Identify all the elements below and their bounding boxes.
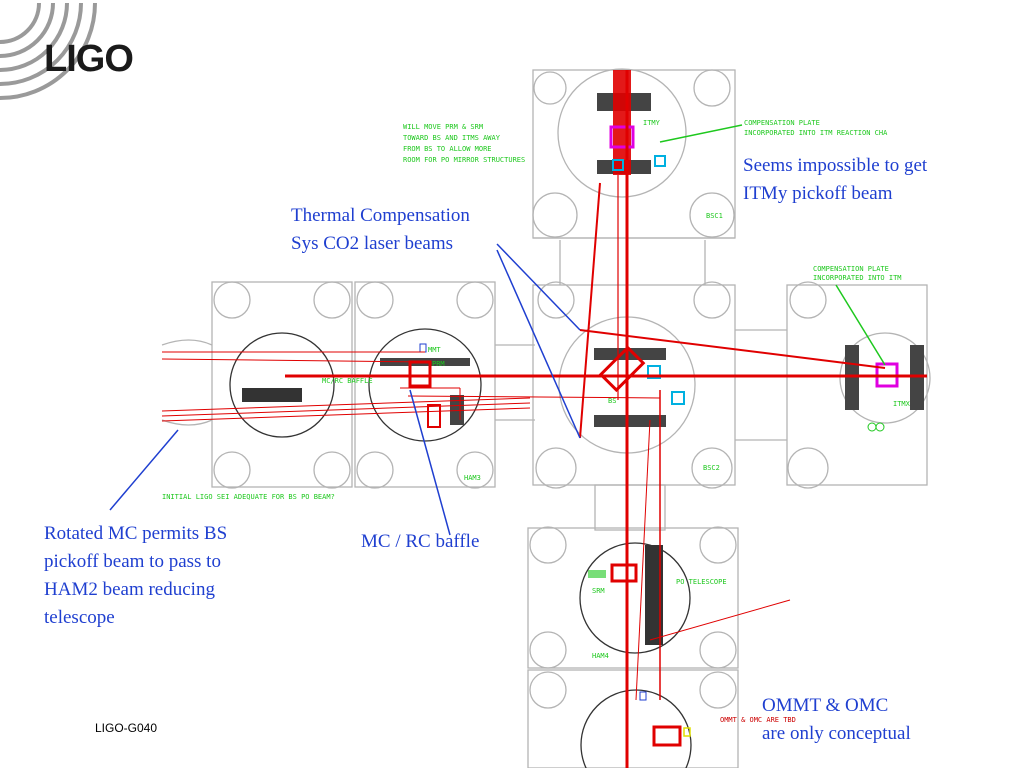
cad-note-comp-right-line: INCORPORATED INTO ITM (813, 274, 902, 282)
itmx-chamber (735, 281, 931, 489)
ligo-logo: LIGO (44, 38, 134, 80)
label-itmy: ITMY (643, 119, 661, 127)
label-mc-rc-baffle: MC/RC BAFFLE (322, 377, 373, 385)
ligo-swirl-icon (0, 2, 97, 100)
label-bsc1: BSC1 (706, 212, 723, 220)
footer-doc-id: LIGO-G040 (95, 721, 158, 735)
label-ham4: HAM4 (592, 652, 609, 660)
label-bs: BS (608, 397, 616, 405)
cad-note-move-line: TOWARD BS AND ITMS AWAY (403, 134, 501, 142)
beam-lines (161, 70, 927, 768)
label-bsc2: BSC2 (703, 464, 720, 472)
omc-chamber (527, 669, 739, 768)
green-leaders (659, 124, 886, 366)
ham4-optics (588, 545, 663, 645)
label-telescope: PO TELESCOPE (676, 578, 727, 586)
label-prm: PRM (432, 360, 445, 368)
label-ham3: HAM3 (464, 474, 481, 482)
callout-ommt-sub: are only conceptual (762, 723, 911, 744)
cad-note-comp-top: COMPENSATION PLATE INCORPORATED INTO ITM… (744, 119, 888, 137)
callout-itmy-pickoff: Seems impossible to get ITMy pickoff bea… (743, 155, 928, 204)
cad-note-sei: INITIAL LIGO SEI ADEQUATE FOR BS PO BEAM… (162, 493, 335, 501)
cad-note-move-line: WILL MOVE PRM & SRM (403, 123, 483, 131)
ham4-chamber (527, 526, 739, 669)
cad-note-comp-right: COMPENSATION PLATE INCORPORATED INTO ITM (813, 265, 902, 282)
cad-note-move: WILL MOVE PRM & SRM TOWARD BS AND ITMS A… (403, 123, 525, 164)
callout-tcs-beams: Thermal Compensation Sys CO2 laser beams (291, 205, 470, 254)
cad-note-move-line: FROM BS TO ALLOW MORE (403, 145, 492, 153)
cad-note-comp-right-line: COMPENSATION PLATE (813, 265, 889, 273)
label-mmt: MMT (428, 346, 441, 354)
omc-optics (639, 691, 691, 747)
bs-optic (594, 345, 685, 427)
callout-ommt-title: OMMT & OMC (762, 695, 889, 716)
callout-rotated-mc: Rotated MC permits BS pickoff beam to pa… (44, 523, 228, 628)
bsc2-chamber (532, 240, 736, 531)
itmx-optic (845, 345, 924, 432)
cad-note-omc-tbd: OMMT & OMC ARE TBD (720, 716, 796, 724)
cad-note-comp-top-line: COMPENSATION PLATE (744, 119, 820, 127)
label-itmx: ITMX (893, 400, 911, 408)
callout-baffle: MC / RC baffle (361, 531, 480, 552)
bsc1-chamber (532, 68, 736, 239)
cad-note-move-line: ROOM FOR PO MIRROR STRUCTURES (403, 156, 525, 164)
label-srm: SRM (592, 587, 605, 595)
ham2-ham3-chambers (161, 281, 535, 489)
blue-callout-leaders (109, 243, 581, 536)
cad-note-comp-top-line: INCORPORATED INTO ITM REACTION CHA (744, 129, 888, 137)
